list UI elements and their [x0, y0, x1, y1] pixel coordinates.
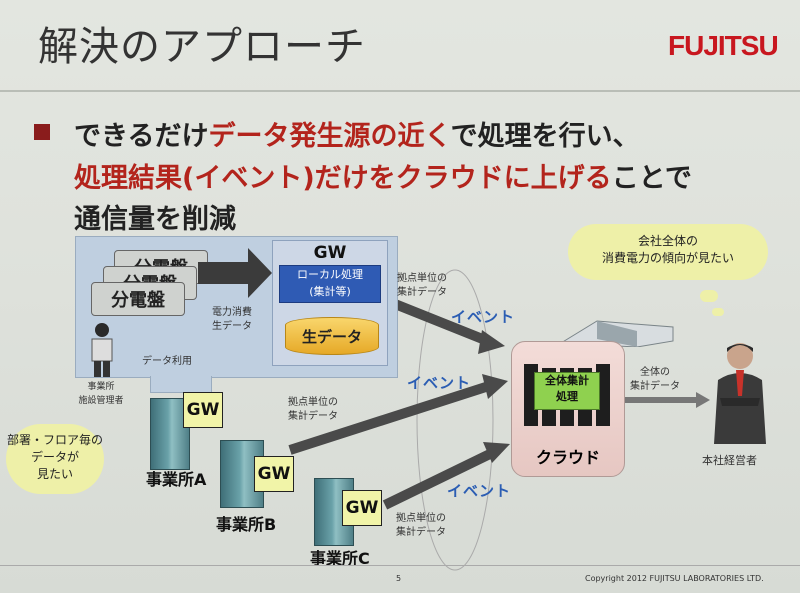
power-raw-label: 電力消費 生データ — [212, 306, 252, 334]
aggregate-note: (集計等) — [280, 283, 380, 300]
local-processing-box: ローカル処理(集計等) — [279, 265, 381, 303]
event-label-1: イベント — [451, 306, 515, 327]
gateway-box: GW ローカル処理(集計等) 生データ — [272, 240, 388, 366]
dept-thought-bubble: 部署・フロア毎の データが 見たい — [6, 424, 104, 494]
site-data-label-2: 拠点単位の 集計データ — [288, 396, 338, 424]
cloud-box: 全体集計 処理 クラウド — [511, 341, 625, 477]
office-b-label: 事業所B — [216, 511, 276, 535]
site-data-label-3: 拠点単位の 集計データ — [396, 512, 446, 540]
event-label-3: イベント — [447, 480, 511, 501]
event-label-2: イベント — [407, 372, 471, 393]
arrowhead-2 — [482, 374, 508, 399]
site-data-label-1: 拠点単位の 集計データ — [397, 272, 447, 300]
copyright-text: Copyright 2012 FUJITSU LABORATORIES LTD. — [585, 574, 764, 583]
facility-manager-label: 事業所 施設管理者 — [71, 380, 131, 408]
thought-dot-1 — [700, 290, 718, 302]
total-data-label: 全体の 集計データ — [630, 366, 680, 394]
data-use-label: データ利用 — [142, 355, 192, 369]
office-a-label: 事業所A — [146, 466, 206, 490]
gateway-c-tag: GW — [342, 490, 382, 526]
facility-manager-figure-icon — [84, 322, 122, 378]
footer-rule — [0, 565, 800, 566]
aggregate-processing-box: 全体集計 処理 — [534, 372, 600, 410]
big-arrow-icon — [198, 248, 278, 298]
arrowhead-4 — [696, 392, 710, 408]
page-number: 5 — [396, 574, 401, 583]
thought-dot-2 — [712, 308, 724, 316]
gateway-label: GW — [273, 243, 387, 263]
gateway-b-tag: GW — [254, 456, 294, 492]
exec-thought-bubble: 会社全体の 消費電力の傾向が見たい — [568, 224, 768, 280]
raw-data-cylinder: 生データ — [285, 317, 379, 355]
executive-label: 本社経営者 — [702, 454, 757, 468]
arrowhead-1 — [478, 330, 505, 354]
executive-figure-icon — [710, 340, 770, 450]
cloud-label: クラウド — [512, 444, 624, 468]
local-processing-label: ローカル処理 — [280, 266, 380, 283]
panel-tab — [150, 376, 212, 393]
gateway-a-tag: GW — [183, 392, 223, 428]
distribution-board-card: 分電盤 — [91, 282, 185, 316]
